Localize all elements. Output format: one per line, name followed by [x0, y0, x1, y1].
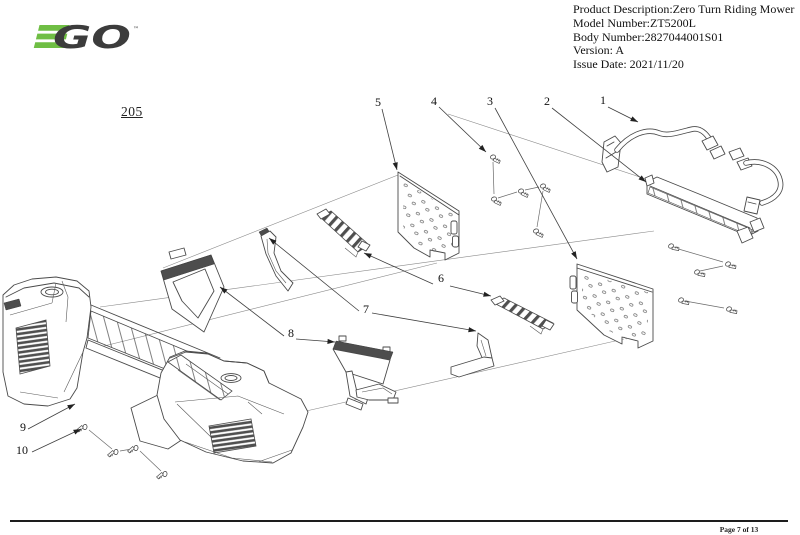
callout-number-6: 6 — [438, 271, 444, 285]
part-vent-louver-left — [316, 208, 371, 258]
callout-number-8: 8 — [288, 326, 294, 340]
callout-leader-line — [381, 108, 398, 171]
callout-leader-line — [31, 428, 82, 453]
ego-logo: GO ™ — [33, 20, 139, 56]
screw-icon — [155, 469, 168, 481]
leader-arrow-icon — [220, 287, 228, 294]
hardware-link-line — [699, 265, 724, 272]
leader-arrow-icon — [67, 404, 75, 410]
callout-leader-line — [494, 107, 578, 260]
hardware-link-line — [139, 450, 162, 472]
part-small-bracket — [355, 383, 399, 404]
ego-logo-go-text: GO — [53, 20, 131, 56]
leader-arrow-icon — [468, 327, 476, 333]
screw-icon — [667, 240, 681, 255]
screw-icon — [539, 182, 552, 195]
callouts: 1 2 3 4 5 6 7 8 9 10 — [16, 93, 647, 457]
leader-arrow-icon — [638, 175, 646, 182]
callout-number-1: 1 — [600, 93, 606, 107]
hardware-connector-lines — [88, 161, 725, 472]
page-number: Page 7 of 13 — [719, 525, 759, 534]
screw-icon — [489, 153, 502, 166]
screw-icon — [693, 266, 707, 281]
trademark-symbol: ™ — [133, 26, 139, 33]
alignment-line — [99, 262, 438, 348]
callout-number-4: 4 — [431, 94, 437, 108]
hardware-link-line — [497, 191, 518, 199]
callout-number-3: 3 — [487, 94, 493, 108]
hardware-link-line — [88, 429, 113, 450]
part-fender-right — [130, 350, 309, 464]
part-mounting-plate-left — [397, 171, 460, 261]
leader-arrow-icon — [478, 144, 486, 152]
callout-leader-line — [363, 252, 434, 285]
part-frame-bracket — [160, 247, 225, 333]
callout-number-9: 9 — [20, 420, 26, 434]
callout-number-5: 5 — [375, 95, 381, 109]
leader-arrow-icon — [392, 162, 398, 170]
screw-icon — [677, 294, 691, 309]
callout-leader-line — [27, 403, 76, 430]
version: Version: A — [573, 43, 624, 58]
hardware-link-line — [524, 186, 540, 191]
figure-number: 205 — [121, 104, 143, 119]
callout-leader-line — [371, 312, 477, 332]
callout-number-7: 7 — [363, 302, 369, 316]
ego-logo-e-bars-icon — [33, 25, 70, 49]
footer-rule — [10, 520, 788, 522]
part-bumper-assembly — [644, 174, 765, 244]
hardware-link-line — [536, 190, 544, 228]
issue-date: Issue Date: 2021/11/20 — [573, 57, 684, 72]
part-support-arm — [258, 227, 294, 292]
leader-arrow-icon — [269, 238, 277, 245]
part-mounting-plate-right — [569, 263, 654, 349]
part-handle-tubes — [601, 126, 784, 215]
screw-icon — [724, 258, 738, 273]
body-number: Body Number:2827044001S01 — [573, 29, 724, 44]
leader-arrow-icon — [73, 429, 81, 435]
screw-icon — [532, 227, 545, 240]
hardware-link-line — [684, 300, 725, 309]
product-description: Product Description:Zero Turn Riding Mow… — [573, 2, 795, 16]
part-corner-bracket — [450, 332, 495, 378]
screw-icon — [725, 303, 739, 318]
callout-number-2: 2 — [544, 94, 550, 108]
callout-leader-line — [438, 106, 487, 153]
screw-icon — [106, 447, 119, 459]
leader-arrow-icon — [327, 338, 335, 345]
leader-arrow-icon — [630, 116, 638, 122]
product-info-block: Product Description:Zero Turn Riding Mow… — [573, 2, 795, 72]
callout-leader-line — [268, 237, 360, 312]
leader-arrow-icon — [571, 251, 577, 259]
model-number: Model Number:ZT5200L — [573, 15, 696, 30]
alignment-line — [162, 174, 399, 269]
leader-arrow-icon — [364, 253, 372, 259]
callout-leader-line — [219, 286, 285, 337]
part-vent-louver-right — [490, 295, 555, 335]
hardware-link-line — [674, 247, 724, 263]
leader-arrow-icon — [483, 291, 491, 297]
hardware-link-line — [492, 161, 495, 195]
callout-number-10: 10 — [16, 443, 28, 457]
callout-leader-line — [551, 107, 647, 183]
